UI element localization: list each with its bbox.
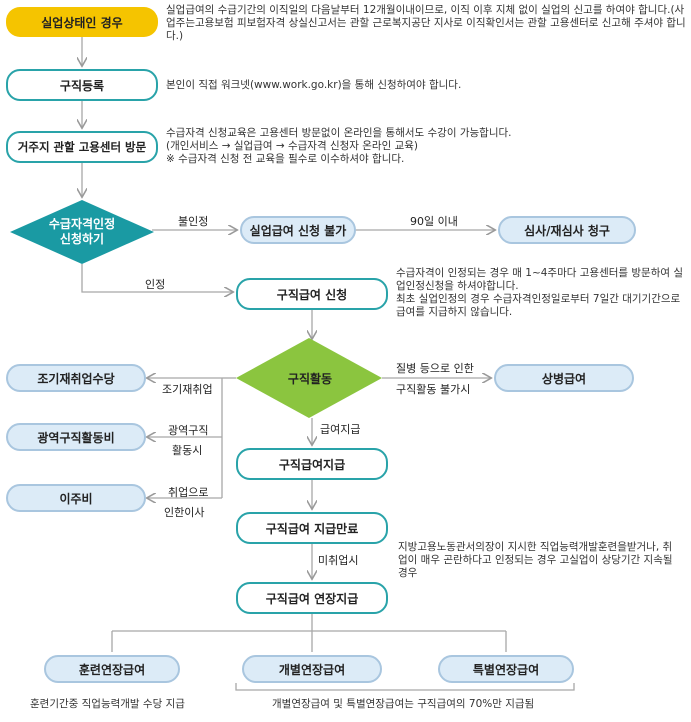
sick-benefit-label: 상병급여 — [541, 371, 587, 386]
early-label: 조기재취업 — [162, 383, 213, 396]
ext-rate-note: 개별연장급여 및 특별연장급여는 구직급여의 70%만 지급됨 — [272, 698, 535, 710]
wide-label-2: 활동시 — [172, 444, 203, 457]
apply-label: 수급자격인정 신청하기 — [48, 217, 116, 246]
extension-label: 구직급여 연장지급 — [265, 591, 359, 606]
visit-note: 수급자격 신청교육은 고용센터 방문없이 온라인을 통해서도 수강이 가능합니다… — [166, 127, 512, 165]
sick-label-1: 질병 등으로 인한 — [396, 362, 474, 375]
special-ext-label: 특별연장급여 — [472, 662, 540, 677]
end-note: 지방고용노동관서의장이 지시한 직업능력개발훈련을받거나, 취업이 매우 곤란하… — [398, 541, 673, 579]
unemployed-note: 실업급여의 수급기간의 이직일의 다음날부터 12개월이내이므로, 이직 이후 … — [166, 4, 686, 42]
wide-area-box: 광역구직활동비 — [6, 423, 146, 451]
sick-benefit-box: 상병급여 — [494, 364, 634, 392]
early-employment-box: 조기재취업수당 — [6, 364, 146, 392]
register-box: 구직등록 — [6, 69, 158, 101]
cannot-apply-box: 실업급여 신청 불가 — [240, 216, 356, 244]
individual-ext-label: 개별연장급여 — [278, 662, 346, 677]
wide-area-label: 광역구직활동비 — [37, 430, 115, 445]
job-benefit-note: 수급자격이 인정되는 경우 매 1~4주마다 고용센터를 방문하여 실업인정신청… — [396, 267, 684, 318]
approved-label: 인정 — [145, 278, 166, 291]
end-label: 구직급여 지급만료 — [265, 521, 359, 536]
relocation-label: 이주비 — [59, 491, 93, 506]
relocation-box: 이주비 — [6, 484, 146, 512]
apply-diamond — [10, 200, 154, 264]
sick-label-2: 구직활동 불가시 — [396, 383, 471, 396]
special-ext-box: 특별연장급여 — [438, 655, 574, 683]
job-activity-diamond — [236, 338, 382, 418]
unemployed-box: 실업상태인 경우 — [6, 7, 158, 37]
register-label: 구직등록 — [59, 78, 105, 93]
job-activity-label: 구직활동 — [287, 371, 333, 386]
move-label-2: 인한이사 — [164, 506, 205, 519]
not-approved-label: 불인정 — [178, 215, 209, 228]
job-benefit-apply-box: 구직급여 신청 — [236, 278, 388, 310]
review-box: 심사/재심사 청구 — [498, 216, 636, 244]
early-employment-label: 조기재취업수당 — [37, 371, 115, 386]
review-label: 심사/재심사 청구 — [524, 223, 610, 238]
cannot-apply-label: 실업급여 신청 불가 — [249, 223, 347, 238]
register-note: 본인이 직접 워크넷(www.work.go.kr)을 통해 신청하여야 합니다… — [166, 79, 462, 91]
training-ext-box: 훈련연장급여 — [44, 655, 180, 683]
training-ext-label: 훈련연장급여 — [78, 662, 146, 677]
wide-label-1: 광역구직 — [168, 424, 209, 437]
pay-box: 구직급여지급 — [236, 448, 388, 480]
within-90-label: 90일 이내 — [410, 215, 458, 228]
extension-box: 구직급여 연장지급 — [236, 582, 388, 614]
pay-label: 구직급여지급 — [278, 457, 346, 472]
training-note: 훈련기간중 직업능력개발 수당 지급 — [30, 698, 185, 710]
unemployed-label: 실업상태인 경우 — [41, 15, 123, 30]
visit-box: 거주지 관할 고용센터 방문 — [6, 131, 158, 163]
pay-arrow-label: 급여지급 — [320, 423, 361, 436]
job-benefit-apply-label: 구직급여 신청 — [276, 287, 348, 302]
end-box: 구직급여 지급만료 — [236, 512, 388, 544]
move-label-1: 취업으로 — [168, 486, 209, 499]
visit-label: 거주지 관할 고용센터 방문 — [17, 140, 147, 154]
individual-ext-box: 개별연장급여 — [242, 655, 382, 683]
unemployed-after-label: 미취업시 — [318, 554, 359, 567]
